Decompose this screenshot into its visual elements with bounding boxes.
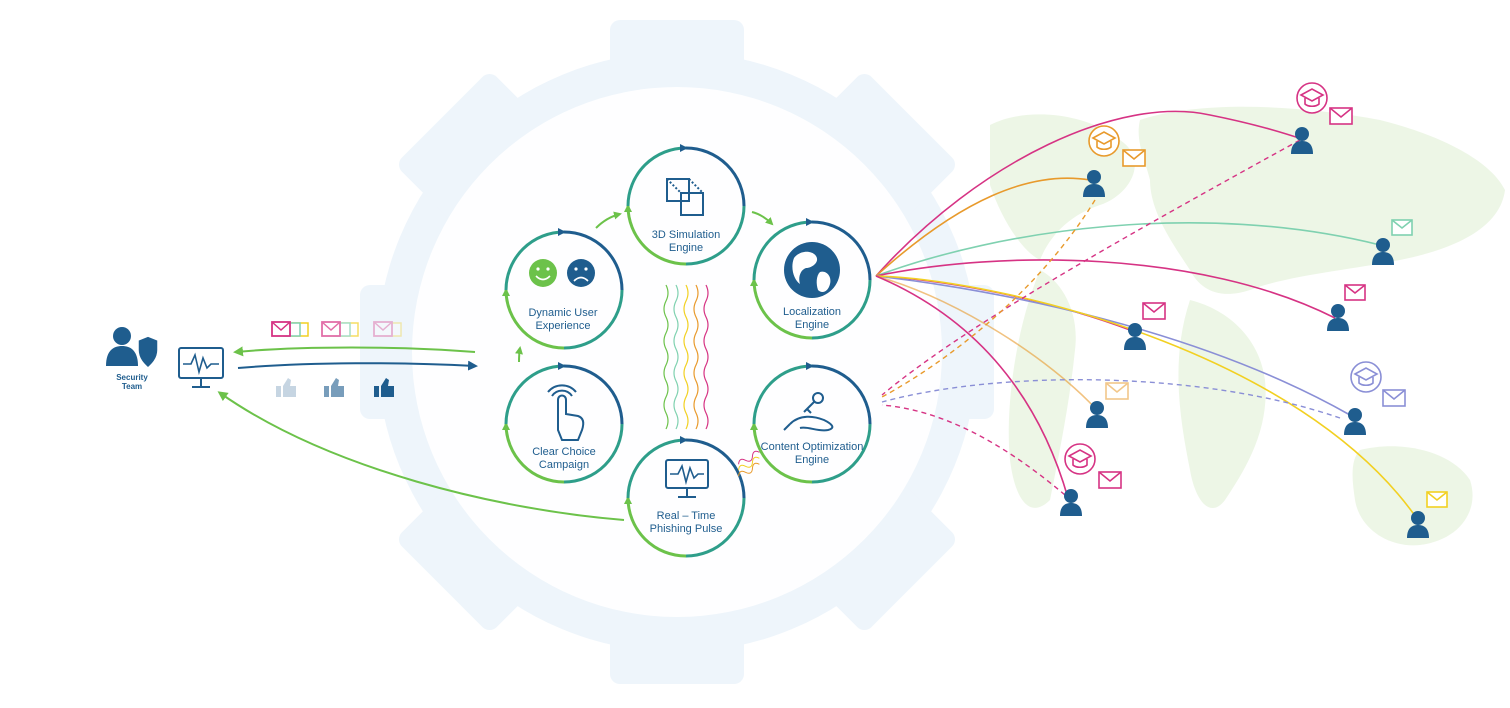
sad-face-icon xyxy=(567,259,595,287)
data-waves xyxy=(663,284,709,430)
arrow-security-to-engine xyxy=(237,360,478,371)
user-icon xyxy=(1327,304,1349,331)
envelope-icon xyxy=(1329,107,1353,125)
envelope-icon xyxy=(1391,219,1413,236)
user-icon xyxy=(1124,323,1146,350)
engine-label-pulse-2: Phishing Pulse xyxy=(650,523,723,535)
user-icon xyxy=(1083,170,1105,197)
engine-clear-choice: Clear Choice Campaign xyxy=(502,362,624,484)
arrow-dyn-to-sim xyxy=(595,211,622,229)
envelope-icon xyxy=(1426,491,1448,508)
tap-finger-icon xyxy=(547,384,585,441)
envelope-stack-1 xyxy=(271,321,309,337)
thumbs-up-icon xyxy=(276,378,394,397)
graduation-cap-icon xyxy=(1064,443,1096,475)
user-icon xyxy=(1291,127,1313,154)
engine-phishing-pulse: Real – Time Phishing Pulse xyxy=(624,436,746,558)
engine-dynamic-user-experience: Dynamic User Experience xyxy=(502,228,624,350)
engine-3d-simulation: 3D Simulation Engine xyxy=(624,144,746,266)
graduation-cap-icon xyxy=(1296,82,1328,114)
envelope-icon xyxy=(1142,302,1166,320)
engine-label-loc-1: Localization xyxy=(783,306,841,318)
3d-cubes-icon xyxy=(666,178,704,216)
arrow-sim-to-loc xyxy=(751,211,774,226)
engine-label-opt-2: Engine xyxy=(795,454,829,466)
small-waves xyxy=(738,450,760,477)
graduation-cap-icon xyxy=(1088,125,1120,157)
engine-label-dyn-1: Dynamic User xyxy=(528,307,597,319)
arrow-engine-to-security xyxy=(233,346,476,357)
envelope-stack-3 xyxy=(373,321,402,337)
security-team-label-2: Team xyxy=(122,382,142,391)
distribution-curves xyxy=(875,110,1419,521)
engine-label-opt-1: Content Optimization xyxy=(761,441,864,453)
happy-face-icon xyxy=(529,259,557,287)
engine-content-optimization: Content Optimization Engine xyxy=(750,362,872,484)
envelope-icon xyxy=(1105,382,1129,400)
arrow-pulse-to-monitor xyxy=(217,391,625,521)
user-icon xyxy=(1086,401,1108,428)
recipient-envelopes xyxy=(1098,107,1448,508)
user-icon xyxy=(1060,489,1082,516)
heartbeat-monitor-icon xyxy=(665,459,709,498)
envelope-icon xyxy=(1382,389,1406,407)
globe-icon xyxy=(784,242,840,298)
engine-label-clear-1: Clear Choice xyxy=(532,446,596,458)
engine-label-loc-2: Engine xyxy=(795,319,829,331)
heartbeat-monitor-icon xyxy=(178,347,224,388)
graduation-cap-icon xyxy=(1350,361,1382,393)
engine-localization: Localization Engine xyxy=(750,218,872,340)
envelope-icon xyxy=(1344,284,1366,301)
engine-label-sim-1: 3D Simulation xyxy=(652,229,720,241)
security-team-label-1: Security xyxy=(116,373,148,382)
user-icon xyxy=(1372,238,1394,265)
engine-label-clear-2: Campaign xyxy=(539,459,589,471)
user-icon xyxy=(1407,511,1429,538)
training-badges xyxy=(1064,82,1382,475)
hand-key-icon xyxy=(783,392,834,432)
security-team-icon xyxy=(106,327,159,370)
envelope-icon xyxy=(1098,471,1122,489)
engine-label-pulse-1: Real – Time xyxy=(657,510,716,522)
return-dashed-curves xyxy=(881,139,1341,496)
recipient-users xyxy=(1060,127,1429,538)
engine-label-sim-2: Engine xyxy=(669,242,703,254)
world-map-background xyxy=(720,106,1505,622)
envelope-stack-2 xyxy=(321,321,359,337)
engine-label-dyn-2: Experience xyxy=(535,320,590,332)
user-icon xyxy=(1344,408,1366,435)
envelope-icon xyxy=(1122,149,1146,167)
arrow-clear-to-dyn xyxy=(515,346,523,363)
